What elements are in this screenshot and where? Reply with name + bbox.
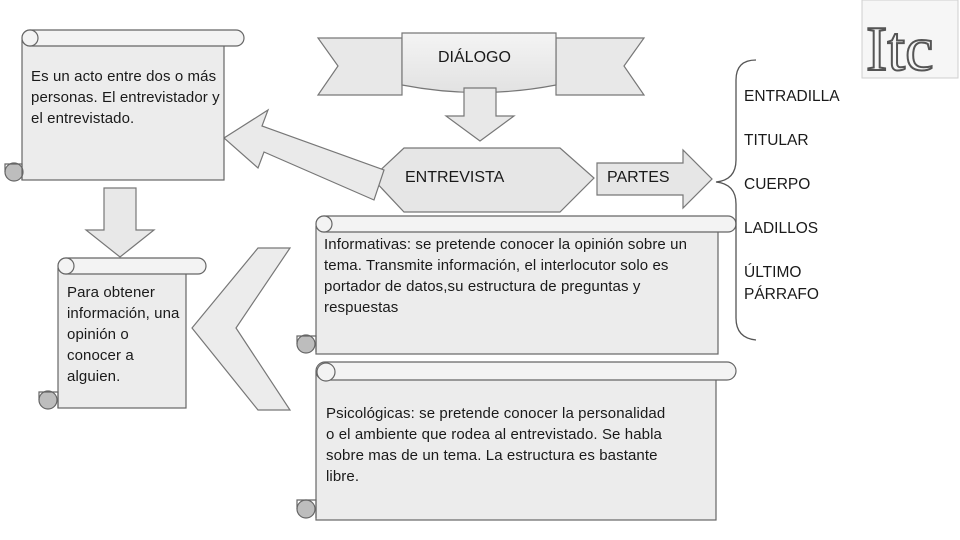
parts-list: ENTRADILLA TITULAR CUERPO LADILLOS ÚLTIM… (744, 86, 840, 306)
logo: Itc (861, 0, 959, 85)
part-titular: TITULAR (744, 132, 809, 149)
informativas-scroll (296, 215, 737, 355)
entrevista-label: ENTREVISTA (405, 169, 505, 186)
psicologicas-scroll (296, 361, 737, 521)
partes-arrow (596, 148, 713, 210)
definition-text: Es un acto entre dos o más personas. El … (31, 68, 220, 127)
entrevista-hexagon (371, 147, 595, 213)
purpose-text: Para obtener información, una opinión o … (67, 284, 180, 385)
parts-brace (715, 59, 757, 341)
part-entradilla: ENTRADILLA (744, 88, 840, 105)
dialogo-label: DIÁLOGO (438, 49, 511, 66)
part-ladillos: LADILLOS (744, 220, 819, 237)
part-cuerpo: CUERPO (744, 176, 811, 193)
arrow-to-definition (223, 108, 385, 201)
arrow-down-purpose (84, 187, 156, 258)
definition-scroll (4, 29, 245, 182)
purpose-scroll (38, 257, 207, 410)
psicologicas-text: Psicológicas: se pretende conocer la per… (326, 405, 666, 485)
logo-text: Itc (866, 13, 934, 84)
part-ultimo-parrafo: ÚLTIMO PÁRRAFO (744, 264, 819, 303)
dialogo-banner (316, 32, 646, 96)
partes-label: PARTES (607, 169, 670, 186)
types-connector (191, 247, 292, 411)
arrow-down-dialogo (444, 87, 516, 142)
informativas-text: Informativas: se pretende conocer la opi… (324, 236, 688, 316)
